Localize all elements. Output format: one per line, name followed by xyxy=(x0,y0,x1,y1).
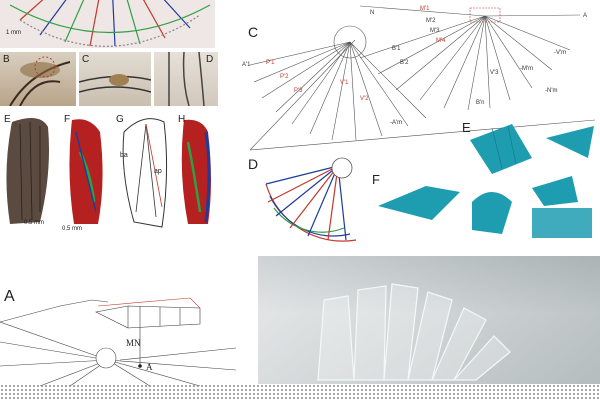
label-d: D xyxy=(206,54,214,65)
c-label-v2: V'2 xyxy=(360,96,369,102)
scale-label: 1 mm xyxy=(6,30,21,36)
c-label-p2: P'2 xyxy=(280,74,289,80)
label-h: H xyxy=(178,114,186,125)
c-label-vm: -V'm xyxy=(554,50,566,56)
label-right-d: D xyxy=(248,156,259,172)
c-label-p3: P'3 xyxy=(294,88,303,94)
label-right-c: C xyxy=(248,24,259,40)
label-point-a: A xyxy=(146,362,153,372)
label-f: F xyxy=(64,114,71,125)
panel-c-veins xyxy=(79,74,151,93)
c-label-p1: P'1 xyxy=(266,60,275,66)
c-label-am: -A'm xyxy=(390,120,402,126)
wing-photo-e xyxy=(6,118,50,224)
label-c: C xyxy=(82,54,90,65)
panel-photo-transparent-fan xyxy=(258,256,600,384)
teal-folding-sequence-f xyxy=(378,176,592,238)
panel-c-diagram: A N M'1 M'2 M'3 M'4 P'1 P'2 P'3 A'1 B'1 … xyxy=(240,0,600,158)
c-label-b2: B'2 xyxy=(400,60,409,66)
c-label-nm: -N'm xyxy=(545,88,557,94)
g-label-ap: ap xyxy=(154,168,162,175)
panel-h-render: H xyxy=(176,112,222,236)
dotted-border xyxy=(0,384,600,400)
scale-e: 0.5 mm xyxy=(24,220,45,226)
c-label-a: A xyxy=(583,13,587,19)
panel-d-photo: D xyxy=(154,52,218,106)
c-label-b1: B'1 xyxy=(392,46,401,52)
label-b: B xyxy=(3,54,10,65)
panel-e-origami: E xyxy=(462,118,600,176)
panel-a-diagram: MN A A xyxy=(0,262,248,386)
transparent-fan-photo xyxy=(258,256,600,384)
panel-d-fan: D xyxy=(246,156,370,242)
label-right-e: E xyxy=(462,120,471,135)
panel-e-wing: E 0.5 mm xyxy=(0,112,56,236)
radial-fold-diagram: A N M'1 M'2 M'3 M'4 P'1 P'2 P'3 A'1 B'1 … xyxy=(242,5,596,151)
wing-outline-g xyxy=(122,118,168,228)
c-label-m4: M'4 xyxy=(436,38,446,44)
panel-f-render: F 0.5 mm xyxy=(60,112,112,236)
g-label-ba: ba xyxy=(120,152,128,159)
c-label-m3: M'3 xyxy=(430,28,440,34)
label-e: E xyxy=(4,114,11,125)
c-label-m2: M'2 xyxy=(426,18,436,24)
scale-f: 0.5 mm xyxy=(62,226,83,232)
label-big-a: A xyxy=(4,288,15,305)
panel-radial-photo: 1 mm xyxy=(0,0,215,48)
label-g: G xyxy=(116,114,124,125)
colored-fan-diagram xyxy=(265,157,357,242)
panel-d-veins xyxy=(168,52,205,106)
label-right-f: F xyxy=(372,172,380,187)
c-label-m1: M'1 xyxy=(420,6,430,12)
panel-c-photo: C xyxy=(79,52,151,106)
panel-b-photo: B xyxy=(0,52,76,106)
c-label-v1: V'1 xyxy=(340,80,349,86)
wing-render-f xyxy=(69,119,103,224)
c-label-bn: B'n xyxy=(476,100,484,106)
wing-render-h xyxy=(181,119,211,224)
panel-f-origami: F xyxy=(372,172,600,242)
c-label-n: N xyxy=(370,10,374,16)
radial-veins-illustration xyxy=(9,0,211,47)
label-mn: MN xyxy=(126,338,141,348)
wing-fold-schematic: MN A xyxy=(0,297,237,386)
c-label-a1: A'1 xyxy=(242,62,251,68)
c-label-mm: -M'm xyxy=(520,66,533,72)
teal-fan-render-e xyxy=(470,124,594,174)
c-label-v3: V'3 xyxy=(490,70,499,76)
panel-b-veins xyxy=(9,56,71,106)
panel-g-diagram: G ba ap xyxy=(114,112,174,236)
